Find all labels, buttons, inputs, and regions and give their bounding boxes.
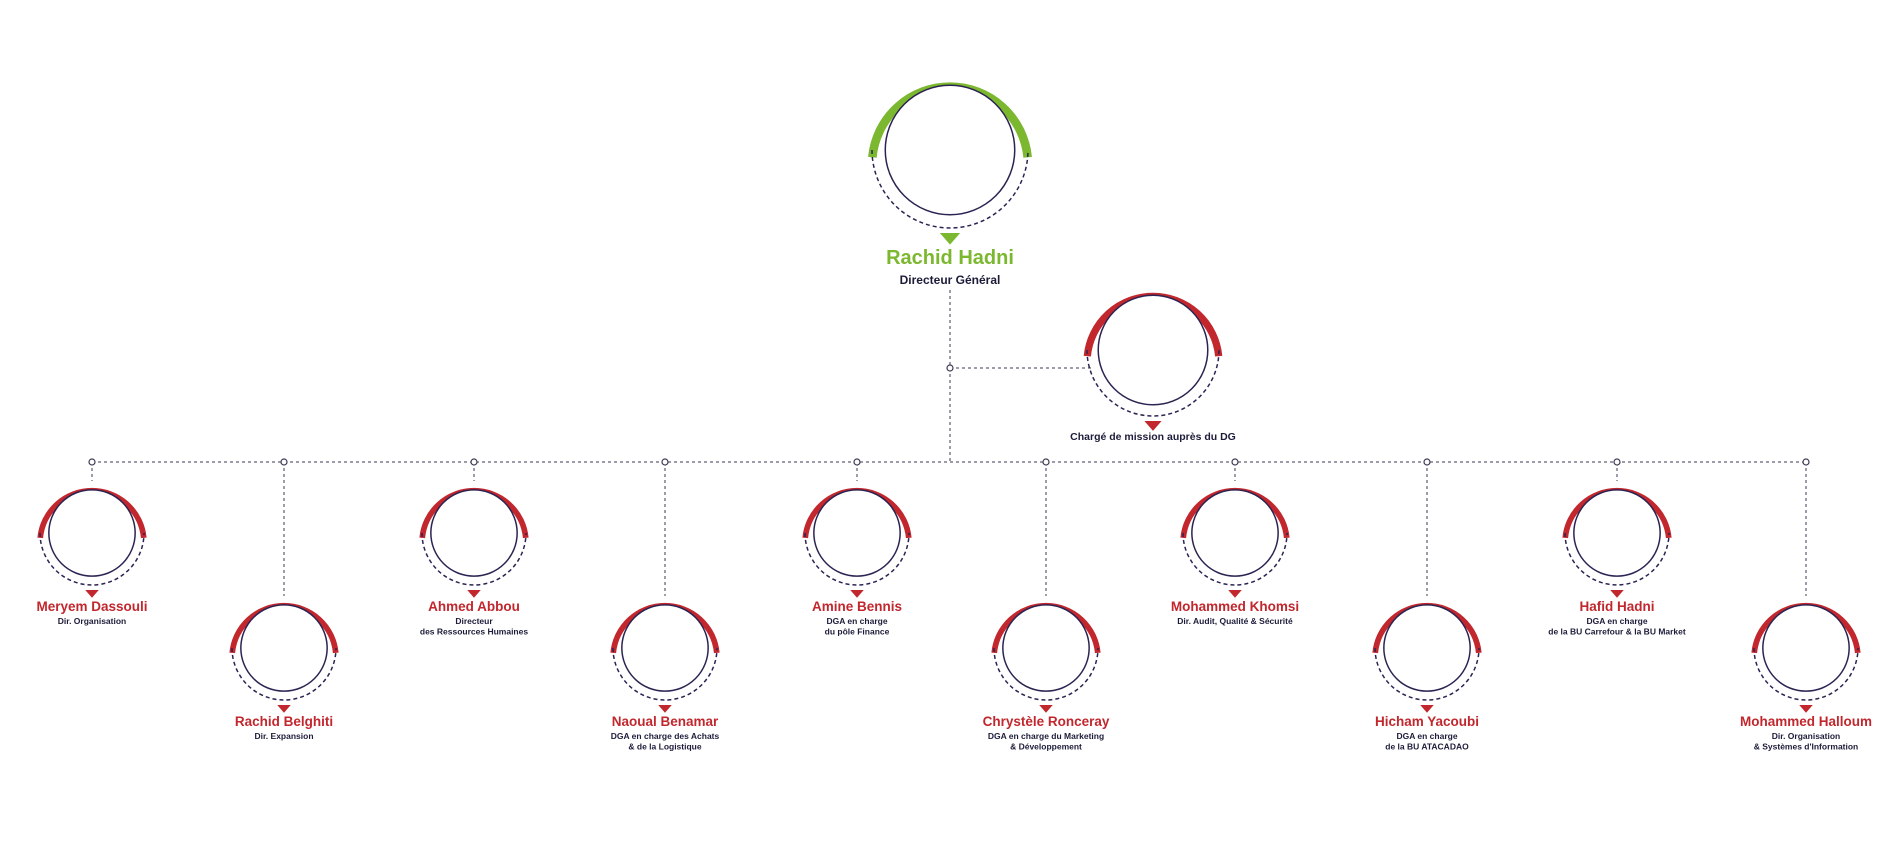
person-name: Rachid Hadni [886,247,1014,269]
person-role: & Systèmes d'Information [1754,741,1859,751]
connector-node [470,458,478,466]
advisor-pointer-icon [1144,421,1162,431]
director-0-pointer-icon [85,590,99,598]
advisor-arc-bottom [1086,349,1220,417]
person-role: Chargé de mission auprès du DG [1070,431,1236,443]
person-name: Hicham Yacoubi [1375,714,1479,729]
connector-node [1802,458,1810,466]
director-7-photo-circle [1383,604,1471,692]
director-6-pointer-icon [1228,590,1242,598]
director-6-photo-frame [1180,487,1290,598]
ceo-photo-circle [884,84,1016,216]
director-2-photo-circle [430,489,518,577]
person-name: Ahmed Abbou [428,599,520,614]
person-role: DGA en charge [1396,731,1457,741]
connector-node [853,458,861,466]
connector-node [1423,458,1431,466]
connector-node [88,458,96,466]
person-role: DGA en charge du Marketing [988,731,1104,741]
director-7-photo-frame [1372,602,1482,713]
director-7-pointer-icon [1420,705,1434,713]
person-name: Rachid Belghiti [235,714,333,729]
director-2-pointer-icon [467,590,481,598]
connector-node [661,458,669,466]
director-3-pointer-icon [658,705,672,713]
person-role: & de la Logistique [628,741,701,751]
director-7-arc-bottom [1374,647,1480,701]
director-3-photo-circle [621,604,709,692]
director-3-arc-bottom [612,647,718,701]
person-name: Naoual Benamar [612,714,719,729]
person-name: Meryem Dassouli [36,599,147,614]
director-0-arc-bottom [39,532,145,586]
person-role: Dir. Expansion [254,731,313,741]
advisor-photo-frame [1083,292,1223,431]
ceo-pointer-icon [939,233,961,245]
director-8-photo-frame [1562,487,1672,598]
person-role: Dir. Organisation [58,616,127,626]
director-1-photo-circle [240,604,328,692]
person-role: de la BU Carrefour & la BU Market [1548,626,1686,636]
connector-node [1231,458,1239,466]
person-name: Mohammed Halloum [1740,714,1872,729]
director-9-arc-bottom [1753,647,1859,701]
person-role: des Ressources Humaines [420,626,528,636]
director-9-photo-circle [1762,604,1850,692]
director-9-pointer-icon [1799,705,1813,713]
connector-node [1042,458,1050,466]
director-4-arc-bottom [804,532,910,586]
director-5-photo-frame [991,602,1101,713]
director-4-photo-circle [813,489,901,577]
person-role: Dir. Organisation [1772,731,1841,741]
person-role: Directeur [455,616,493,626]
advisor-photo-circle [1097,294,1209,406]
ceo-photo-frame [868,82,1032,245]
person-role: DGA en charge des Achats [611,731,720,741]
director-5-arc-bottom [993,647,1099,701]
director-5-photo-circle [1002,604,1090,692]
director-1-arc-bottom [231,647,337,701]
person-name: Mohammed Khomsi [1171,599,1299,614]
person-role: Dir. Audit, Qualité & Sécurité [1177,616,1293,626]
person-role: DGA en charge [1586,616,1647,626]
director-2-arc-bottom [421,532,527,586]
director-5-pointer-icon [1039,705,1053,713]
director-3-photo-frame [610,602,720,713]
director-8-arc-bottom [1564,532,1670,586]
director-2-photo-frame [419,487,529,598]
director-8-pointer-icon [1610,590,1624,598]
person-role: Directeur Général [900,273,1001,287]
director-6-photo-circle [1191,489,1279,577]
director-6-arc-bottom [1182,532,1288,586]
connector-node [280,458,288,466]
director-1-pointer-icon [277,705,291,713]
person-role: & Développement [1010,741,1082,751]
director-0-photo-circle [48,489,136,577]
director-8-photo-circle [1573,489,1661,577]
connector-node [946,364,954,372]
director-1-photo-frame [229,602,339,713]
connector-node [1613,458,1621,466]
ceo-arc-bottom [871,149,1029,229]
director-9-photo-frame [1751,602,1861,713]
person-name: Hafid Hadni [1579,599,1654,614]
director-0-photo-frame [37,487,147,598]
director-4-photo-frame [802,487,912,598]
person-name: Amine Bennis [812,599,902,614]
person-name: Chrystèle Ronceray [983,714,1110,729]
person-role: de la BU ATACADAO [1385,741,1469,751]
person-role: du pôle Finance [825,626,890,636]
person-role: DGA en charge [826,616,887,626]
director-4-pointer-icon [850,590,864,598]
